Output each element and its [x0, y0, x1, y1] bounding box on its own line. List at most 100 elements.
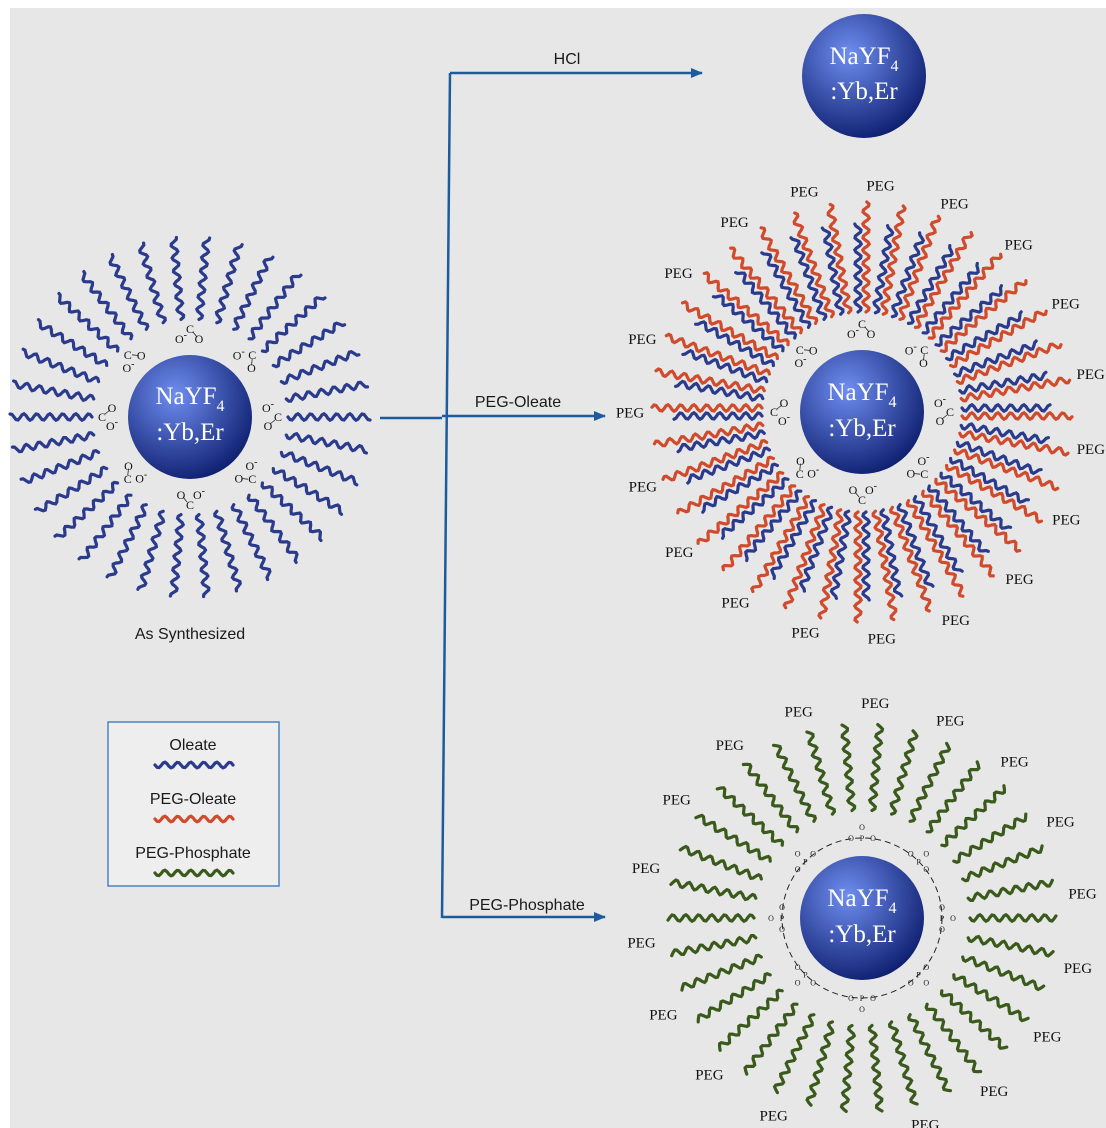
carboxylate-bond [803, 349, 811, 351]
carboxylate-oxygen: O [919, 356, 928, 370]
anion-charge: - [241, 347, 244, 358]
oleate-chain [694, 320, 775, 368]
oleate-chain [798, 505, 834, 593]
nayf4-core-peg-oleate [800, 350, 924, 474]
oleate-chain [676, 429, 766, 454]
phosphate-ring-bond [781, 837, 943, 999]
peg-phosphate-chain [715, 786, 785, 847]
carboxylate-oxygen: O- [865, 481, 877, 497]
peg-oleate-chain [960, 410, 1074, 422]
peg-phosphate-chain [940, 784, 1006, 848]
core-label-line1: NaYF4 [827, 379, 896, 411]
peg-oleate-chain [860, 200, 872, 314]
peg-oleate-chain [721, 484, 797, 572]
carboxylate-oxygen: O [849, 483, 858, 497]
oleate-chain [955, 440, 1043, 476]
peg-oleate-chain [696, 470, 785, 545]
oleate-chain [214, 243, 244, 325]
carboxylate-carbon: C [920, 343, 928, 357]
phosphate-oxygen: O [779, 903, 785, 912]
oleate-chain [53, 480, 120, 538]
phosphate-oxygen: O [908, 978, 914, 987]
anion-charge: - [803, 354, 806, 365]
as-synthesized-label: As Synthesized [135, 626, 245, 643]
peg-label: PEG [716, 738, 745, 754]
peg-label: PEG [1052, 296, 1081, 312]
peg-label: PEG [632, 861, 661, 877]
peg-oleate-chain [759, 226, 819, 325]
oleate-chain [959, 422, 1050, 445]
oleate-chain [284, 380, 370, 403]
peg-oleate-chain [880, 204, 907, 316]
phosphate-oxygen: O [923, 963, 929, 972]
phosphate-oxygen: O [768, 914, 774, 923]
phosphate-oxygen: O [859, 1005, 865, 1014]
core-label-line1: NaYF4 [155, 383, 224, 415]
phosphorus-atom: P [780, 914, 785, 923]
peg-phosphate-chain [805, 1020, 835, 1107]
peg-phosphate-chain [908, 741, 952, 823]
peg-label: PEG [911, 1117, 940, 1128]
oleate-chain [934, 284, 1003, 348]
phosphorus-atom: P [860, 834, 865, 843]
figure-background [10, 8, 1106, 1128]
legend-item-label: PEG-Oleate [150, 791, 236, 808]
carboxylate-carbon: C [98, 410, 106, 424]
peg-oleate-chain [939, 279, 1028, 354]
peg-phosphate-chain [952, 973, 1030, 1023]
peg-oleate-chain [913, 230, 974, 329]
core-label-line1: NaYF4 [827, 885, 896, 917]
carboxylate-bond [241, 478, 249, 480]
peg-label: PEG [665, 545, 694, 561]
oleate-chain [958, 370, 1048, 395]
peg-label: PEG [663, 792, 692, 808]
oleate-chain [953, 339, 1038, 378]
peg-phosphate-chain [907, 1013, 952, 1093]
peg-phosphate-chain [867, 723, 885, 813]
core-label-line1: NaYF4 [829, 43, 898, 75]
anion-charge: - [856, 325, 859, 336]
peg-phosphate-chain [939, 989, 1009, 1050]
hcl-label: HCl [554, 51, 581, 68]
peg-phosphate-chain [741, 762, 800, 834]
carboxylate-carbon: C [186, 322, 194, 336]
oleate-chain [33, 465, 109, 513]
carboxylate-carbon: C [858, 317, 866, 331]
phosphate-oxygen: O [848, 834, 854, 843]
carboxylate-oxygen: O [195, 332, 204, 346]
peg-label: PEG [1046, 815, 1075, 831]
oleate-chain [711, 294, 785, 353]
peg-oleate-chain [729, 246, 804, 335]
carboxylate-oxygen: O- [193, 486, 205, 502]
phosphate-oxygen: O [939, 903, 945, 912]
carboxylate-oxygen: O [124, 459, 133, 473]
carboxylate-carbon: C [248, 348, 256, 362]
carboxylate-oxygen: O- [262, 399, 274, 415]
peg-label: PEG [936, 713, 965, 729]
anion-charge: - [913, 342, 916, 353]
peg-oleate-chain [826, 202, 853, 315]
peg-phosphate-chain [670, 934, 758, 958]
anion-charge: - [271, 399, 274, 410]
carboxylate-bond [182, 496, 188, 503]
anion-charge: - [787, 412, 790, 423]
oleate-chain [744, 489, 803, 563]
peg-phosphate-chain [887, 1020, 919, 1106]
carboxylate-carbon: C [946, 405, 954, 419]
oleate-chain [879, 508, 904, 598]
oleate-chain [279, 450, 359, 487]
peg-label: PEG [1052, 513, 1081, 529]
core-label-line2: :Yb,Er [828, 921, 896, 948]
peg-phosphate-chain [718, 988, 784, 1052]
peg-oleate-chain [905, 499, 965, 598]
oleate-chain [108, 252, 150, 331]
oleate-chain [168, 513, 186, 598]
carboxylate-oxygen: O [137, 349, 146, 363]
oleate-chain [734, 271, 798, 340]
reaction-arrows: HCl PEG-Oleate PEG-Phosphate [380, 51, 703, 922]
phosphate-oxygen: O [779, 925, 785, 934]
